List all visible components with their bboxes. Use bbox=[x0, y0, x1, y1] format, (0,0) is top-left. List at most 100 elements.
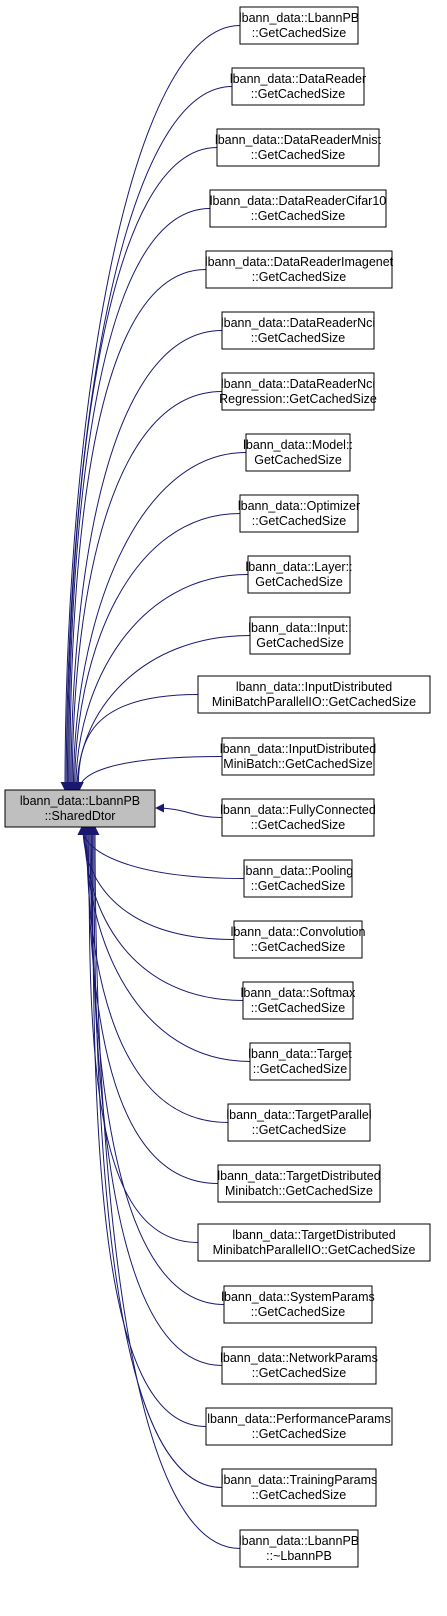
caller-node[interactable]: lbann_data::PerformanceParams::GetCached… bbox=[205, 1407, 393, 1446]
caller-node-label-line1: lbann_data::InputDistributed bbox=[236, 680, 392, 694]
caller-node-box bbox=[197, 675, 431, 714]
root-node-box bbox=[4, 789, 156, 828]
caller-node-box bbox=[249, 1042, 351, 1081]
caller-node[interactable]: lbann_data::TargetParallel::GetCachedSiz… bbox=[226, 1103, 372, 1142]
caller-node-label-line2: GetCachedSize bbox=[256, 636, 344, 650]
caller-node-label-line1: lbann_data::NetworkParams bbox=[220, 1351, 378, 1365]
caller-node-box bbox=[221, 1468, 377, 1507]
caller-node-box bbox=[243, 859, 353, 898]
caller-node-label-line2: ::GetCachedSize bbox=[251, 1001, 346, 1015]
root-node-label-line1: lbann_data::LbannPB bbox=[20, 794, 140, 808]
caller-node-label-line1: lbann_data::PerformanceParams bbox=[207, 1412, 390, 1426]
caller-node[interactable]: lbann_data::DataReaderCifar10::GetCached… bbox=[209, 189, 387, 228]
caller-node-label-line2: ::GetCachedSize bbox=[251, 940, 346, 954]
caller-node[interactable]: lbann_data::DataReaderMnist::GetCachedSi… bbox=[215, 128, 382, 167]
call-edge bbox=[70, 513, 241, 791]
caller-node-label-line2: ::GetCachedSize bbox=[252, 270, 347, 284]
call-edge bbox=[74, 756, 223, 791]
caller-node-label-line1: lbann_data::DataReaderMnist bbox=[215, 133, 382, 147]
caller-node-label-line1: lbann_data::Layer:: bbox=[245, 560, 352, 574]
caller-node-label-line2: ::GetCachedSize bbox=[251, 879, 346, 893]
call-edge bbox=[78, 826, 235, 940]
caller-node[interactable]: lbann_data::LbannPB::~LbannPB bbox=[239, 1529, 359, 1568]
call-edge bbox=[79, 826, 244, 1001]
caller-node-label-line2: ::GetCachedSize bbox=[251, 1305, 346, 1319]
caller-node[interactable]: lbann_data::Pooling::GetCachedSize bbox=[243, 859, 354, 898]
caller-node-label-line1: lbann_data::DataReaderCifar10 bbox=[210, 194, 387, 208]
caller-node[interactable]: lbann_data::TrainingParams::GetCachedSiz… bbox=[221, 1468, 378, 1507]
caller-node-box bbox=[242, 981, 354, 1020]
caller-node-box bbox=[205, 250, 393, 289]
caller-node-label-line1: lbann_data::Softmax bbox=[241, 986, 356, 1000]
caller-node-box bbox=[239, 6, 359, 45]
call-edge bbox=[61, 86, 233, 791]
caller-node-box bbox=[227, 1103, 371, 1142]
caller-node-label-line2: ::GetCachedSize bbox=[253, 1062, 348, 1076]
caller-node-label-line1: lbann_data::Pooling bbox=[243, 864, 354, 878]
caller-node[interactable]: lbann_data::Target::GetCachedSize bbox=[248, 1042, 352, 1081]
caller-node-label-line2: ::GetCachedSize bbox=[252, 1366, 347, 1380]
caller-node[interactable]: lbann_data::Softmax::GetCachedSize bbox=[241, 981, 356, 1020]
caller-node[interactable]: lbann_data::TargetDistributedMinibatchPa… bbox=[197, 1223, 431, 1262]
caller-node-label-line2: GetCachedSize bbox=[254, 453, 342, 467]
caller-node[interactable]: lbann_data::InputDistributedMiniBatch::G… bbox=[220, 737, 376, 776]
call-edge bbox=[77, 826, 245, 879]
caller-node-label-line2: ::GetCachedSize bbox=[252, 1488, 347, 1502]
caller-node-label-line2: ::GetCachedSize bbox=[252, 1123, 347, 1137]
caller-nodes: lbann_data::LbannPB::GetCachedSizelbann_… bbox=[197, 6, 431, 1568]
caller-node-label-line2: Regression::GetCachedSize bbox=[219, 392, 377, 406]
call-edge bbox=[60, 25, 241, 791]
caller-node[interactable]: lbann_data::DataReaderImagenet::GetCache… bbox=[205, 250, 394, 289]
caller-node[interactable]: lbann_data::NetworkParams::GetCachedSize bbox=[220, 1346, 378, 1385]
call-edge bbox=[66, 330, 223, 791]
caller-node-label-line2: ::GetCachedSize bbox=[252, 514, 347, 528]
caller-node-label-line1: lbann_data::DataReaderNci bbox=[221, 316, 375, 330]
caller-node-box bbox=[247, 555, 351, 594]
caller-node-label-line1: lbann_data::Optimizer bbox=[238, 499, 360, 513]
caller-node-label-line1: lbann_data::LbannPB bbox=[239, 11, 359, 25]
call-edge bbox=[68, 452, 247, 791]
call-edge bbox=[155, 803, 223, 818]
caller-node-label-line1: lbann_data::SystemParams bbox=[221, 1290, 375, 1304]
caller-node-label-line2: GetCachedSize bbox=[255, 575, 343, 589]
caller-node-box bbox=[217, 1164, 381, 1203]
caller-node-label-line2: ::GetCachedSize bbox=[251, 818, 346, 832]
caller-node-box bbox=[221, 798, 375, 837]
caller-node-label-line2: MinibatchParallelIO::GetCachedSize bbox=[213, 1243, 416, 1257]
caller-node[interactable]: lbann_data::Optimizer::GetCachedSize bbox=[238, 494, 360, 533]
caller-node[interactable]: lbann_data::DataReader::GetCachedSize bbox=[230, 67, 366, 106]
root-node[interactable]: lbann_data::LbannPB ::SharedDtor bbox=[4, 789, 156, 828]
call-edge bbox=[89, 826, 223, 1488]
caller-node-label-line1: lbann_data::DataReader bbox=[230, 72, 366, 86]
caller-node-box bbox=[221, 372, 375, 411]
caller-node-label-line2: Minibatch::GetCachedSize bbox=[225, 1184, 373, 1198]
caller-node-box bbox=[223, 1285, 373, 1324]
caller-node[interactable]: lbann_data::FullyConnected::GetCachedSiz… bbox=[220, 798, 376, 837]
call-edge bbox=[62, 147, 218, 791]
caller-node[interactable]: lbann_data::Input::GetCachedSize bbox=[248, 616, 352, 655]
caller-node-label-line2: ::GetCachedSize bbox=[251, 87, 346, 101]
caller-node-box bbox=[231, 67, 365, 106]
caller-node[interactable]: lbann_data::Model::GetCachedSize bbox=[243, 433, 353, 472]
root-node-label-line2: ::SharedDtor bbox=[45, 809, 116, 823]
caller-node[interactable]: lbann_data::Convolution::GetCachedSize bbox=[231, 920, 366, 959]
caller-node-box bbox=[239, 494, 359, 533]
caller-node[interactable]: lbann_data::LbannPB::GetCachedSize bbox=[239, 6, 359, 45]
caller-node-label-line1: lbann_data::FullyConnected bbox=[220, 803, 376, 817]
caller-node[interactable]: lbann_data::DataReaderNciRegression::Get… bbox=[219, 372, 377, 411]
caller-node-box bbox=[245, 433, 351, 472]
caller-node-label-line2: ::~LbannPB bbox=[266, 1549, 332, 1563]
call-edge bbox=[85, 826, 225, 1305]
caller-node[interactable]: lbann_data::DataReaderNci::GetCachedSize bbox=[221, 311, 375, 350]
caller-node-label-line2: ::GetCachedSize bbox=[251, 148, 346, 162]
caller-node[interactable]: lbann_data::TargetDistributedMinibatch::… bbox=[217, 1164, 381, 1203]
caller-node[interactable]: lbann_data::SystemParams::GetCachedSize bbox=[221, 1285, 375, 1324]
caller-node-box bbox=[233, 920, 363, 959]
caller-node[interactable]: lbann_data::InputDistributedMiniBatchPar… bbox=[197, 675, 431, 714]
caller-node-label-line2: MiniBatchParallelIO::GetCachedSize bbox=[212, 695, 416, 709]
caller-node-box bbox=[221, 311, 375, 350]
caller-node-label-line2: ::GetCachedSize bbox=[251, 331, 346, 345]
caller-node-label-line2: ::GetCachedSize bbox=[252, 1427, 347, 1441]
caller-node[interactable]: lbann_data::Layer::GetCachedSize bbox=[245, 555, 353, 594]
